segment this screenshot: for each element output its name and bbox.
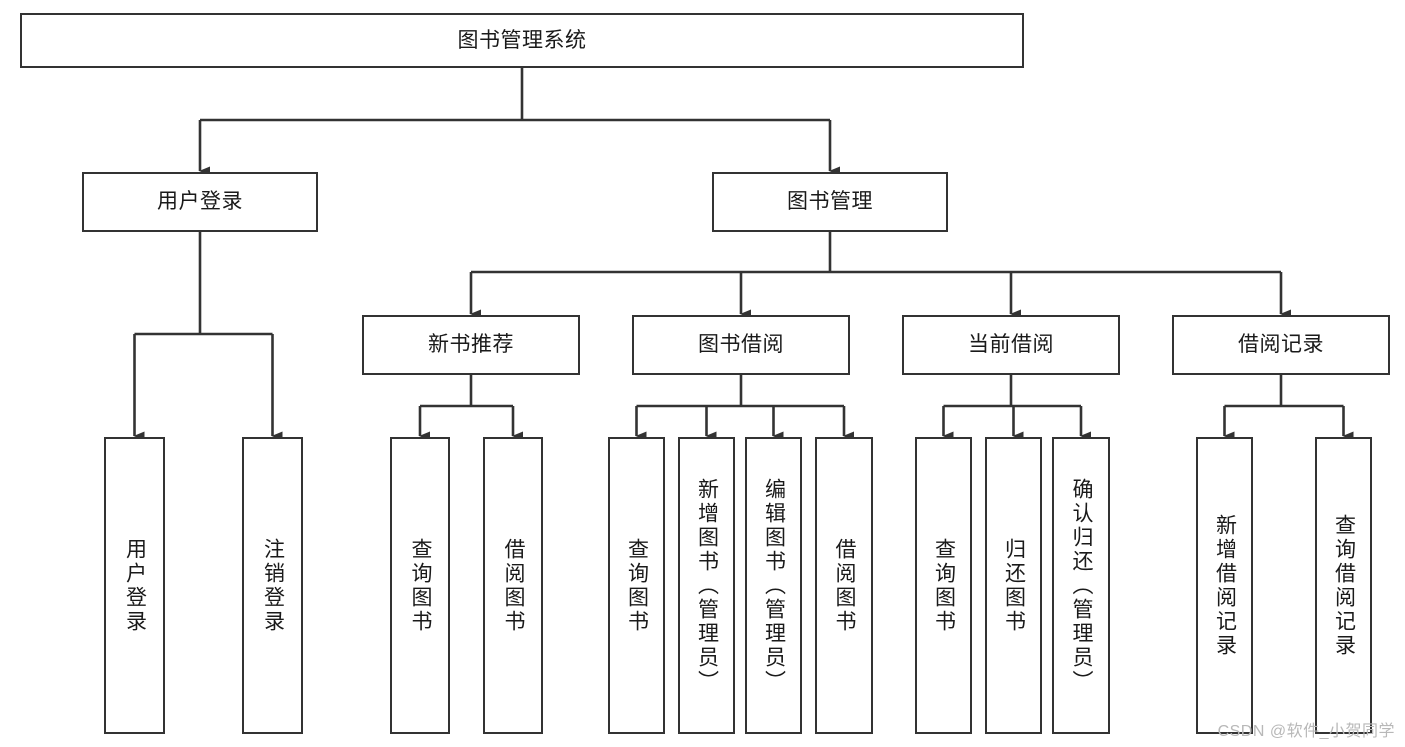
node-box-l3[interactable]: 查询图书 [390,437,450,734]
node-box-n3a[interactable]: 新书推荐 [362,315,580,375]
node-box-n2a[interactable]: 用户登录 [82,172,318,232]
node-label: 查询借阅记录 [1332,513,1356,658]
node-label: 新书推荐 [428,333,514,357]
node-box-l7[interactable]: 编辑图书（管理员） [745,437,802,734]
node-label: 借阅记录 [1238,333,1324,357]
node-box-l12[interactable]: 新增借阅记录 [1196,437,1253,734]
node-box-l13[interactable]: 查询借阅记录 [1315,437,1372,734]
node-box-l2[interactable]: 注销登录 [242,437,303,734]
node-box-root[interactable]: 图书管理系统 [20,13,1024,68]
node-box-l6[interactable]: 新增图书（管理员） [678,437,735,734]
node-label: 借阅图书 [502,537,525,634]
node-label: 查询图书 [932,537,956,634]
node-box-l8[interactable]: 借阅图书 [815,437,873,734]
node-label: 编辑图书（管理员） [762,477,786,694]
node-label: 当前借阅 [968,333,1054,357]
node-label: 新增图书（管理员） [695,477,719,694]
tree-edges [133,68,1354,441]
node-label: 确认归还（管理员） [1070,477,1093,694]
node-label: 用户登录 [123,537,147,634]
node-box-n3b[interactable]: 图书借阅 [632,315,850,375]
node-box-n2b[interactable]: 图书管理 [712,172,948,232]
node-box-n3c[interactable]: 当前借阅 [902,315,1120,375]
node-label: 图书管理 [787,190,873,214]
node-label: 图书借阅 [698,333,784,357]
node-box-l11[interactable]: 确认归还（管理员） [1052,437,1110,734]
node-label: 查询图书 [625,537,649,634]
node-label: 查询图书 [409,537,432,634]
node-box-l5[interactable]: 查询图书 [608,437,665,734]
node-label: 用户登录 [157,190,243,214]
node-label: 注销登录 [261,537,285,634]
node-label: 图书管理系统 [457,28,587,52]
node-box-l1[interactable]: 用户登录 [104,437,165,734]
node-box-l9[interactable]: 查询图书 [915,437,972,734]
node-box-l10[interactable]: 归还图书 [985,437,1042,734]
node-label: 归还图书 [1002,537,1026,634]
node-label: 借阅图书 [833,537,856,634]
node-label: 新增借阅记录 [1213,513,1237,658]
node-box-n3d[interactable]: 借阅记录 [1172,315,1390,375]
node-box-l4[interactable]: 借阅图书 [483,437,543,734]
